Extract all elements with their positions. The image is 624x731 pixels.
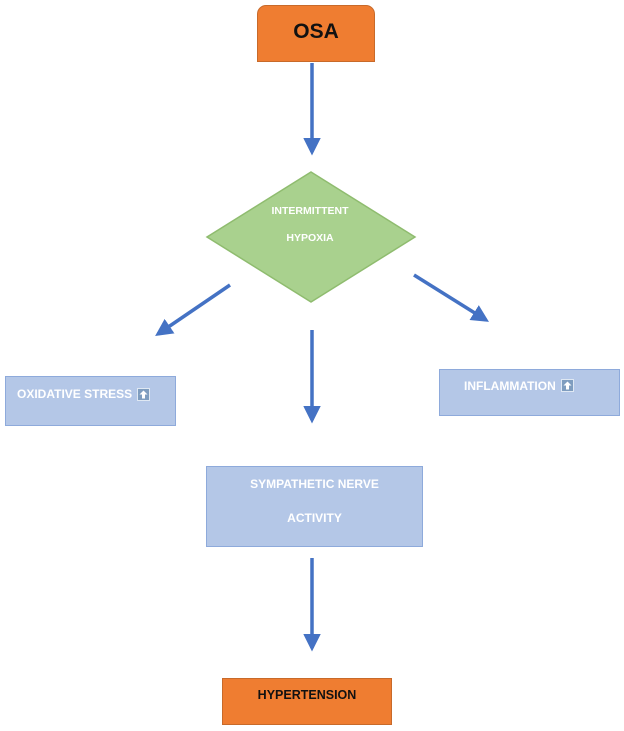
up-arrow-icon (137, 387, 151, 401)
arrow-hypoxia-to-oxidative-stress (155, 283, 231, 336)
activity-label: ACTIVITY (287, 511, 342, 525)
sympathetic-nerve-activity-box: SYMPATHETIC NERVE ACTIVITY (206, 466, 423, 547)
intermittent-hypoxia-diamond (205, 171, 417, 303)
hypoxia-label: HYPOXIA (286, 232, 334, 244)
hypertension-box: HYPERTENSION (222, 678, 392, 725)
intermittent-label: INTERMITTENT (271, 205, 349, 217)
oxidative-stress-label: OXIDATIVE STRESS (17, 387, 133, 401)
osa-label: OSA (293, 19, 339, 43)
osa-box: OSA (257, 5, 375, 62)
arrow-hypoxia-to-inflammation (413, 273, 489, 322)
up-arrow-icon (560, 379, 574, 392)
oxidative-stress-box: OXIDATIVE STRESS (5, 376, 176, 426)
sympathetic-nerve-label: SYMPATHETIC NERVE (250, 477, 379, 491)
hypertension-label: HYPERTENSION (257, 687, 357, 702)
inflammation-box: INFLAMMATION (439, 369, 620, 416)
inflammation-label: INFLAMMATION (464, 378, 556, 393)
intermittent-hypoxia-label: INTERMITTENT HYPOXIA (245, 205, 375, 245)
